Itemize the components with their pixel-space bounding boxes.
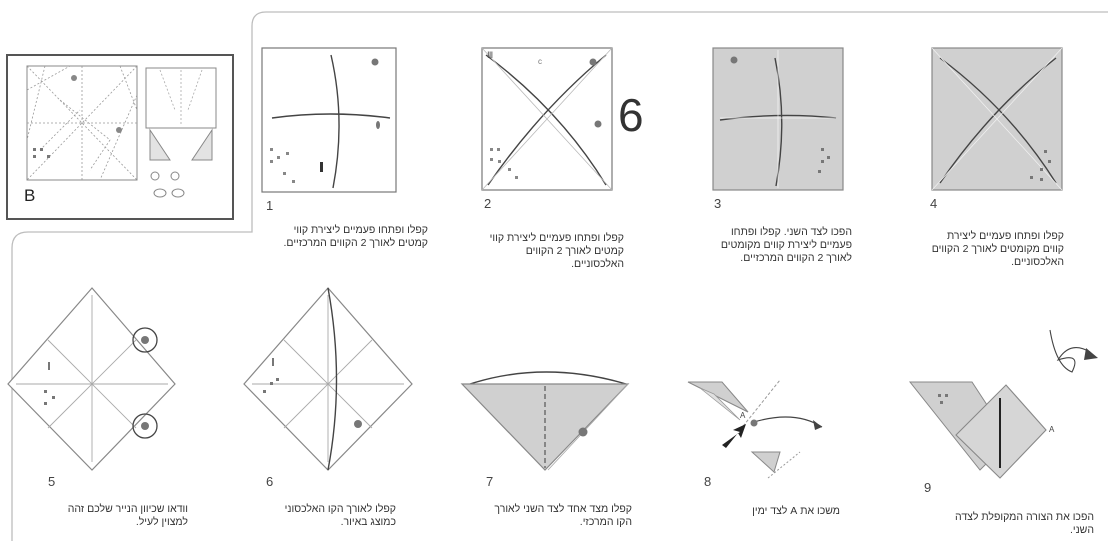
step-number-3: 3 xyxy=(714,196,722,211)
point-label-a: A xyxy=(740,411,746,420)
svg-text:c: c xyxy=(538,57,542,66)
point-label-a-2: A xyxy=(1049,425,1055,434)
step-5-diagram xyxy=(7,287,176,471)
step-caption-4: קפלו ופתחו פעמיים ליצירת קווים מקומטים ל… xyxy=(931,230,1064,268)
step-8-diagram: A xyxy=(687,379,823,479)
step-number-1: 1 xyxy=(266,198,274,213)
step-number-6: 6 xyxy=(266,474,274,489)
reference-label: B xyxy=(24,186,36,205)
step-2-diagram: Ⅲ c xyxy=(481,47,613,191)
step-number-5: 5 xyxy=(48,474,56,489)
reference-box xyxy=(6,54,234,220)
step-caption-1: קפלו ופתחו פעמיים ליצירת קווי קמטים לאור… xyxy=(283,224,428,249)
step-7-diagram xyxy=(460,371,630,471)
step-number-7: 7 xyxy=(486,474,494,489)
step-caption-6: קפלו לאורך הקו האלכסוני כמוצג באיור. xyxy=(284,503,396,528)
step-3-diagram xyxy=(712,47,844,191)
step-6-diagram xyxy=(243,287,413,471)
step-caption-5: וודאו שכיוון הנייר שלכם זהה למצוין לעיל. xyxy=(67,503,188,528)
inner-frame xyxy=(11,26,253,541)
step-1-diagram xyxy=(261,47,397,193)
svg-text:Ⅲ: Ⅲ xyxy=(487,50,493,60)
step-caption-2: קפלו ופתחו פעמיים ליצירת קווי קמטים לאור… xyxy=(489,232,624,270)
step-caption-9: הפכו את הצורה המקופלת לצדה השני. xyxy=(954,511,1094,536)
big-step-number: 6 xyxy=(618,89,644,141)
step-caption-8: משכו את A לצד ימין xyxy=(752,505,840,517)
step-number-9: 9 xyxy=(924,480,932,495)
step-4-diagram xyxy=(931,47,1063,191)
step-caption-3: הפכו לצד השני. קפלו ופתחו פעמיים ליצירת … xyxy=(720,226,852,264)
step-number-4: 4 xyxy=(930,196,938,211)
step-number-8: 8 xyxy=(704,474,712,489)
outer-frame xyxy=(251,11,1108,27)
step-caption-7: קפלו מצד אחד לצד השני לאורך הקו המרכזי. xyxy=(494,503,632,528)
step-9-diagram: A xyxy=(908,329,1098,479)
step-number-2: 2 xyxy=(484,196,492,211)
